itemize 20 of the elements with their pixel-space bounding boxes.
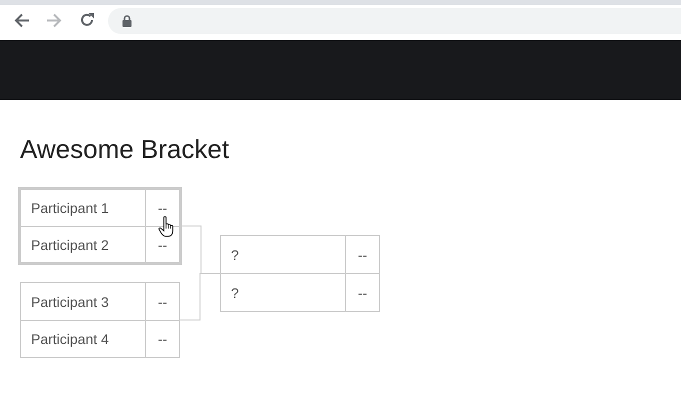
participant-name: ? (231, 246, 239, 262)
match-box (20, 282, 180, 358)
score: -- (358, 286, 368, 300)
match-row (21, 320, 179, 357)
participant-name: ? (231, 284, 239, 300)
score: -- (158, 332, 168, 346)
score: -- (358, 248, 368, 262)
score: -- (158, 201, 168, 215)
score: -- (158, 238, 168, 252)
match-box (18, 187, 182, 265)
match-box (220, 235, 380, 312)
page-title: Awesome Bracket (20, 133, 230, 165)
score: -- (158, 294, 168, 308)
connector-line (180, 273, 220, 320)
participant-name: Participant 1 (31, 200, 109, 216)
match-row (21, 226, 179, 262)
participant-name: Participant 4 (31, 331, 109, 347)
participant-name: Participant 3 (31, 294, 109, 310)
match-row (221, 273, 379, 311)
participant-name: Participant 2 (31, 236, 109, 252)
